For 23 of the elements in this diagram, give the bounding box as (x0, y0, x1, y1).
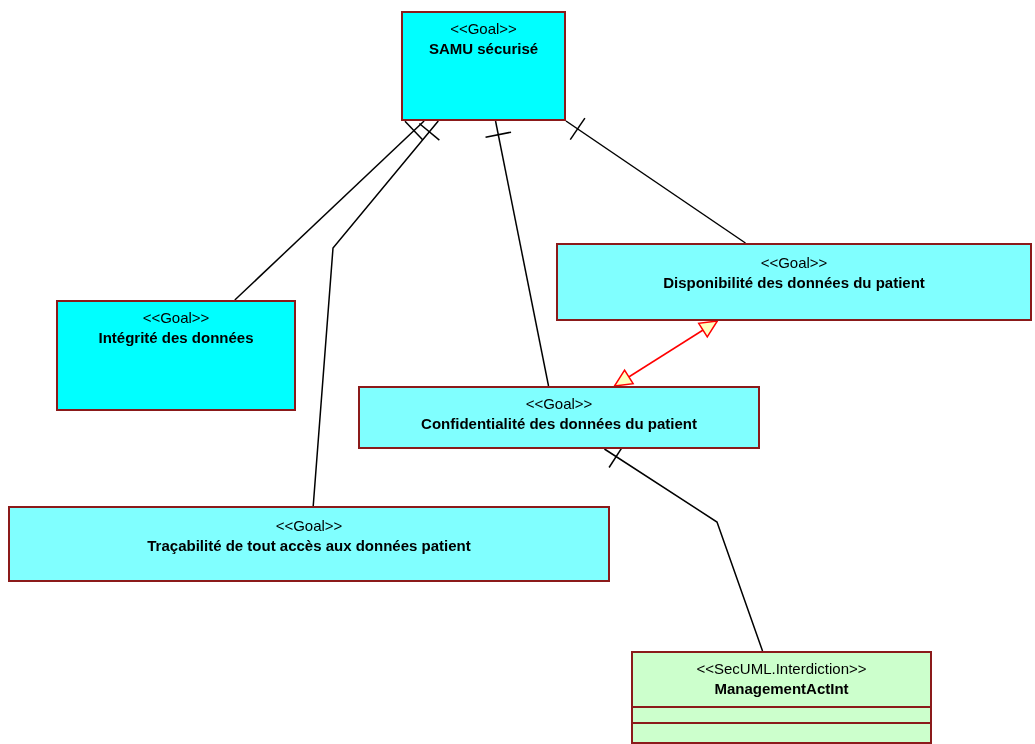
class-name: SAMU sécurisé (428, 39, 539, 59)
generalization-arrow (613, 320, 719, 387)
association-line (234, 120, 425, 301)
class-box (401, 11, 566, 121)
association-line (484, 120, 550, 387)
class-name: Intégrité des données (98, 328, 254, 348)
class-name: Disponibilité des données du patient (663, 273, 925, 293)
stereotype-label: <<Goal>> (450, 19, 517, 39)
stereotype-label: <<SecUML.Interdiction>> (696, 659, 867, 679)
class-name: Traçabilité de tout accès aux données patient (147, 536, 471, 556)
association-line (565, 117, 747, 244)
association-line (312, 120, 441, 507)
class-box (358, 386, 760, 449)
class-box (631, 651, 932, 744)
class-name: ManagementActInt (714, 679, 849, 699)
stereotype-label: <<Goal>> (142, 308, 210, 328)
class-name: Confidentialité des données du patient (421, 414, 697, 434)
stereotype-label: <<Goal>> (525, 394, 593, 414)
class-box (56, 300, 296, 411)
stereotype-label: <<Goal>> (760, 253, 828, 273)
class-box (556, 243, 1032, 321)
class-box (8, 506, 610, 582)
stereotype-label: <<Goal>> (275, 516, 343, 536)
